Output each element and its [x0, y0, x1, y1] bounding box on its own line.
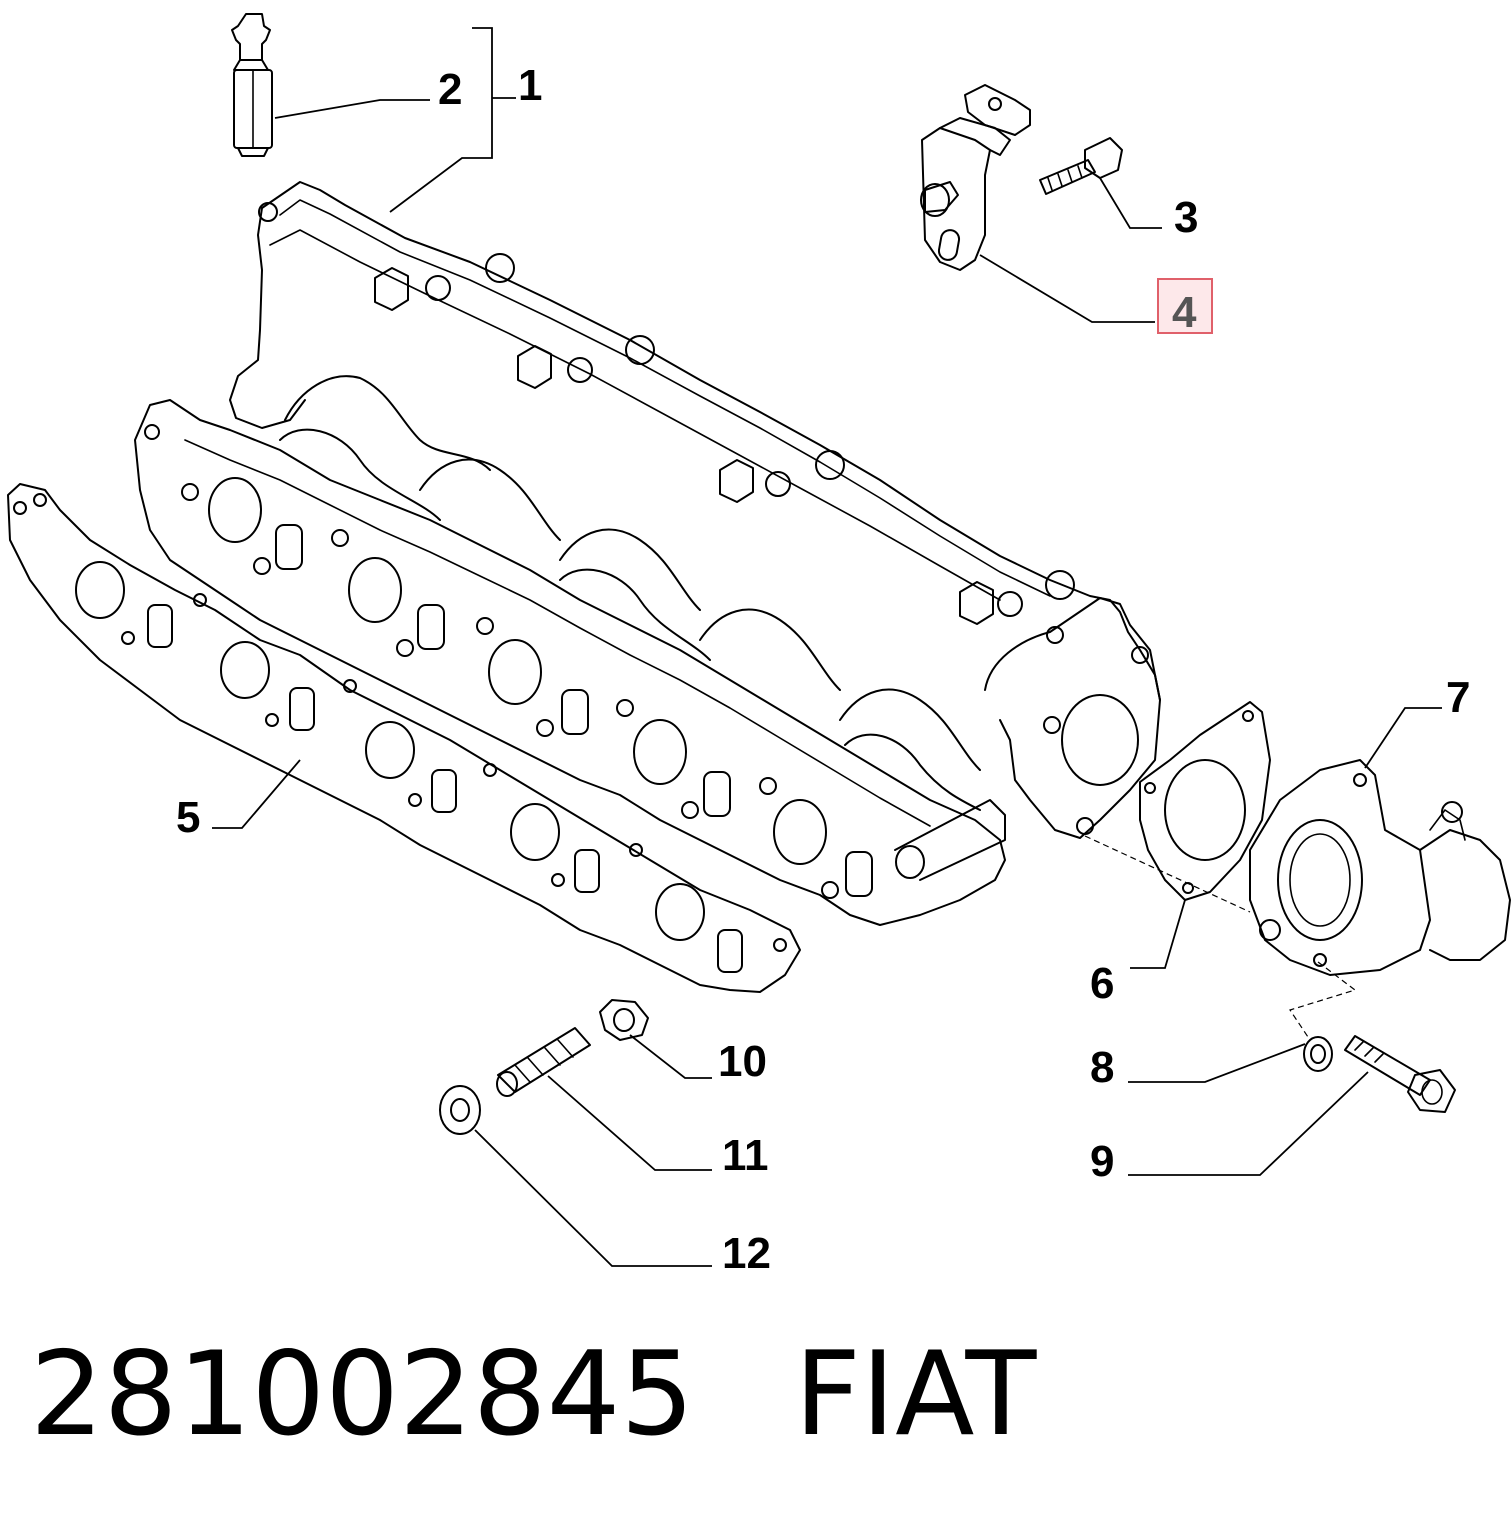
callout-2[interactable]: 2 — [438, 65, 462, 114]
part-5-gasket — [7, 483, 801, 993]
part-8-washer — [1303, 1036, 1333, 1072]
part-11-stud — [496, 1027, 591, 1097]
callout-12[interactable]: 12 — [722, 1229, 771, 1278]
leader-lines — [212, 27, 1442, 1267]
callout-4-highlight-box — [1157, 278, 1213, 334]
part-9-bolt — [1344, 1035, 1456, 1113]
callout-10[interactable]: 10 — [718, 1037, 767, 1086]
alignment-line — [1084, 835, 1251, 913]
part-3-bolt — [1039, 137, 1123, 195]
brand-name: FIAT — [794, 1327, 1037, 1462]
part-number: 281002845 — [30, 1327, 695, 1462]
part-7-throttle-body — [1249, 759, 1511, 976]
callout-7[interactable]: 7 — [1446, 673, 1470, 722]
callout-8[interactable]: 8 — [1090, 1043, 1114, 1092]
caption: 281002845 FIAT — [30, 1330, 1036, 1460]
callout-11[interactable]: 11 — [722, 1131, 769, 1180]
part-4-bracket — [920, 84, 1031, 271]
callout-4[interactable]: 4 — [1172, 288, 1197, 337]
part-10-nut — [599, 999, 649, 1041]
callout-1[interactable]: 1 — [518, 61, 542, 110]
callout-3[interactable]: 3 — [1174, 193, 1198, 242]
part-12-washer — [439, 1085, 481, 1135]
intake-manifold — [134, 181, 1161, 926]
callout-9[interactable]: 9 — [1090, 1137, 1114, 1186]
alignment-line — [1289, 961, 1357, 1041]
callout-5[interactable]: 5 — [176, 793, 200, 842]
callout-6[interactable]: 6 — [1090, 959, 1114, 1008]
part-2-stud — [231, 13, 273, 157]
